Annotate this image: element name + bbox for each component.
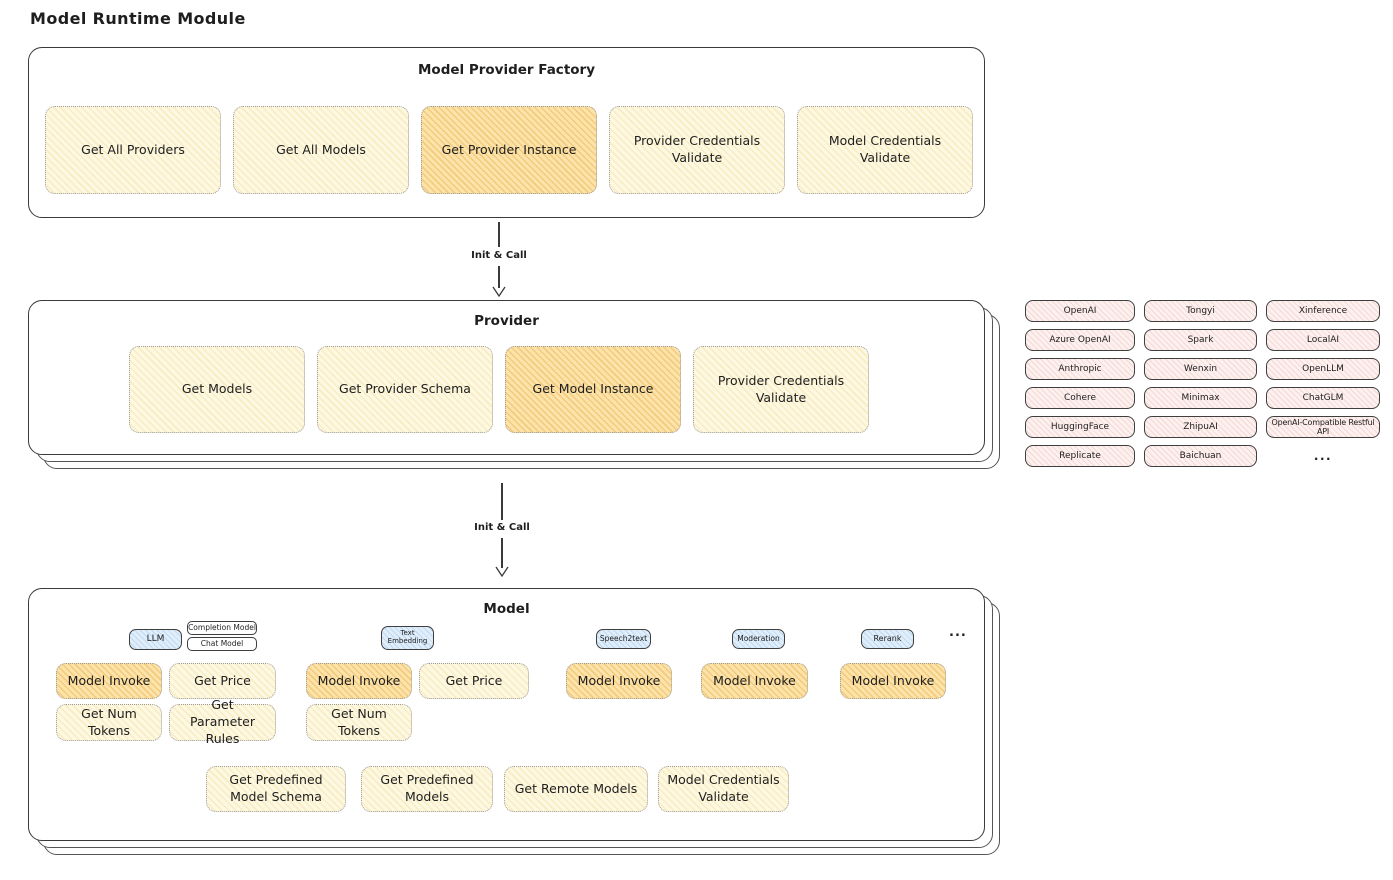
provider-chip-replicate: Replicate: [1025, 445, 1135, 467]
tag-llm: LLM: [129, 629, 182, 650]
provider-chip-wenxin: Wenxin: [1144, 358, 1257, 380]
factory-panel: Model Provider Factory Get All Providers…: [28, 47, 985, 218]
llm-get-parameter-rules: Get Parameter Rules: [169, 697, 276, 746]
factory-title: Model Provider Factory: [417, 62, 596, 78]
model-tags-ellipsis: ...: [949, 625, 967, 640]
provider-chip-zhipuai: ZhipuAI: [1144, 416, 1257, 438]
provider-credentials-validate: Provider Credentials Validate: [693, 346, 869, 433]
factory-model-credentials-validate: Model Credentials Validate: [797, 106, 973, 194]
arrow1-label: Init & Call: [471, 250, 527, 261]
llm-model-invoke: Model Invoke: [56, 663, 162, 699]
get-predefined-models: Get Predefined Models: [361, 766, 493, 812]
provider-panel: Provider Get Models Get Provider Schema …: [28, 300, 985, 455]
provider-chip-cohere: Cohere: [1025, 387, 1135, 409]
tag-moderation: Moderation: [732, 629, 785, 649]
provider-chip-chatglm: ChatGLM: [1266, 387, 1380, 409]
arrow2-label: Init & Call: [474, 522, 530, 533]
factory-items-row: Get All Providers Get All Models Get Pro…: [45, 106, 973, 194]
provider-chip-openai-compatible-restful-api: OpenAI-Compatible Restful API: [1266, 416, 1380, 438]
provider-chip-baichuan: Baichuan: [1144, 445, 1257, 467]
tag-rerank: Rerank: [861, 629, 914, 649]
model-title: Model: [483, 601, 530, 617]
llm-get-num-tokens: Get Num Tokens: [56, 704, 162, 741]
get-predefined-model-schema: Get Predefined Model Schema: [206, 766, 346, 812]
provider-chip-minimax: Minimax: [1144, 387, 1257, 409]
factory-provider-credentials-validate: Provider Credentials Validate: [609, 106, 785, 194]
speech2text-model-invoke: Model Invoke: [566, 663, 672, 699]
provider-get-model-instance: Get Model Instance: [505, 346, 681, 433]
provider-chip-xinference: Xinference: [1266, 300, 1380, 322]
embedding-get-num-tokens: Get Num Tokens: [306, 704, 412, 741]
tag-completion-model: Completion Model: [187, 621, 257, 635]
provider-chip-openllm: OpenLLM: [1266, 358, 1380, 380]
get-remote-models: Get Remote Models: [504, 766, 648, 812]
provider-items-row: Get Models Get Provider Schema Get Model…: [129, 346, 869, 433]
factory-get-provider-instance: Get Provider Instance: [421, 106, 597, 194]
tag-speech2text: Speech2text: [596, 629, 651, 649]
model-credentials-validate: Model Credentials Validate: [658, 766, 789, 812]
arrow-factory-to-provider: Init & Call: [449, 222, 549, 300]
arrow-head-icon: [492, 286, 506, 297]
page-title: Model Runtime Module: [30, 9, 246, 28]
embedding-model-invoke: Model Invoke: [306, 663, 412, 699]
provider-get-provider-schema: Get Provider Schema: [317, 346, 493, 433]
arrow-provider-to-model: Init & Call: [452, 480, 552, 580]
model-panel: Model LLM Completion Model Chat Model Te…: [28, 588, 985, 841]
provider-chip-localai: LocalAI: [1266, 329, 1380, 351]
tag-chat-model: Chat Model: [187, 637, 257, 651]
embedding-get-price: Get Price: [419, 663, 529, 699]
factory-get-all-models: Get All Models: [233, 106, 409, 194]
rerank-model-invoke: Model Invoke: [840, 663, 946, 699]
provider-chip-spark: Spark: [1144, 329, 1257, 351]
provider-chip-openai: OpenAI: [1025, 300, 1135, 322]
arrow-head-icon: [495, 566, 509, 577]
provider-list-ellipsis: ...: [1313, 449, 1333, 463]
provider-chip-tongyi: Tongyi: [1144, 300, 1257, 322]
provider-chip-azure-openai: Azure OpenAI: [1025, 329, 1135, 351]
llm-get-price: Get Price: [169, 663, 276, 699]
provider-title: Provider: [474, 313, 539, 329]
provider-chip-anthropic: Anthropic: [1025, 358, 1135, 380]
provider-chip-huggingface: HuggingFace: [1025, 416, 1135, 438]
provider-get-models: Get Models: [129, 346, 305, 433]
factory-get-all-providers: Get All Providers: [45, 106, 221, 194]
provider-list-grid: OpenAI Tongyi Xinference Azure OpenAI Sp…: [1025, 300, 1383, 467]
tag-text-embedding: Text Embedding: [381, 626, 434, 650]
moderation-model-invoke: Model Invoke: [701, 663, 808, 699]
